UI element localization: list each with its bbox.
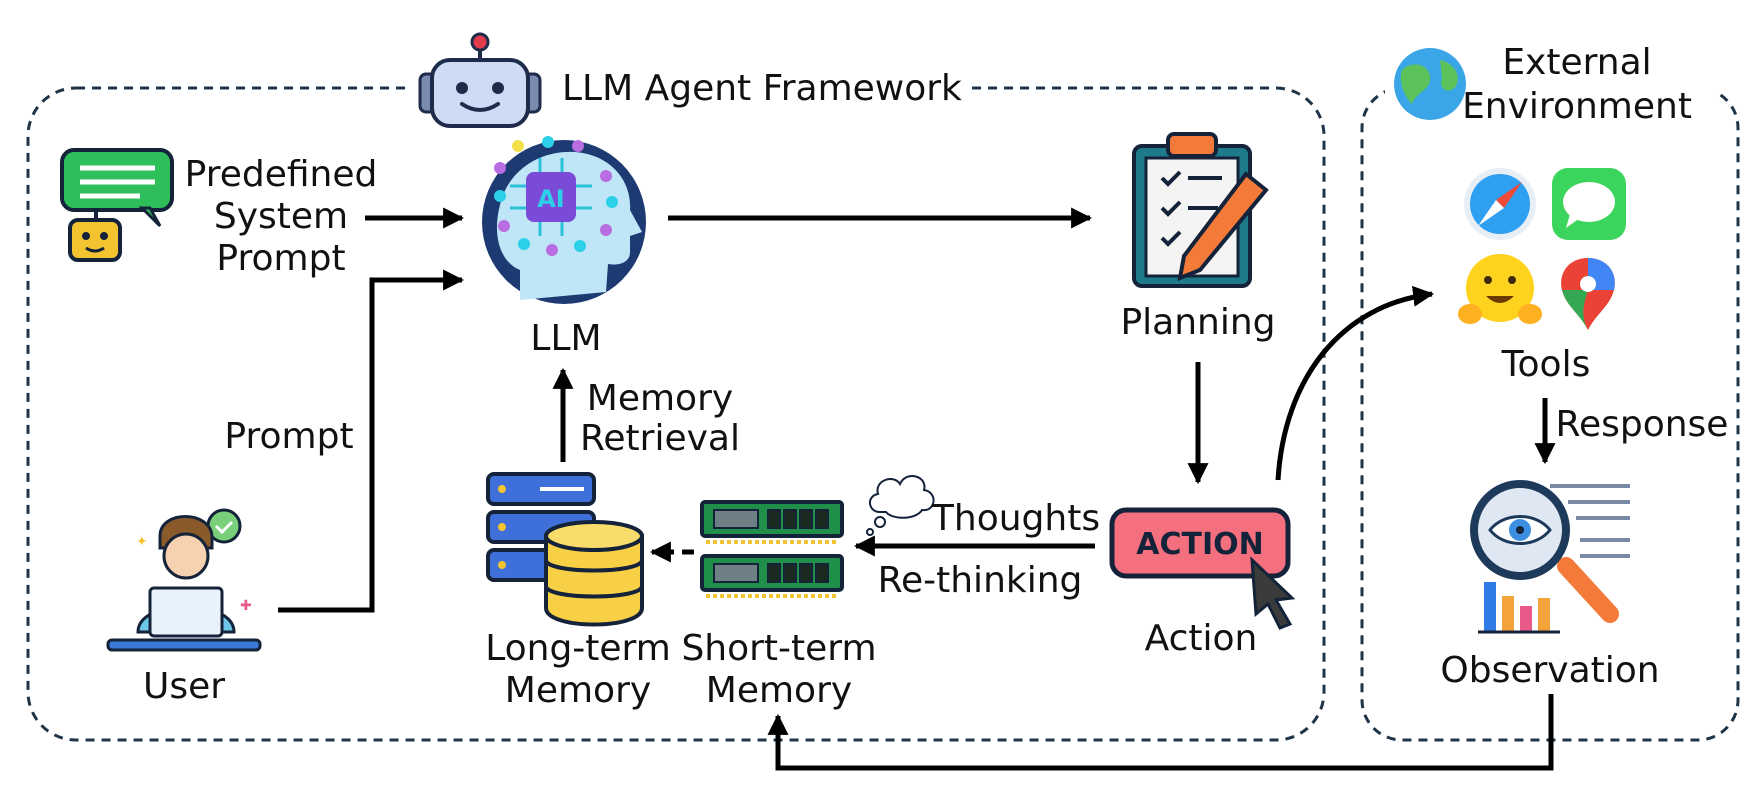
memory-retrieval-line1: Memory [587,378,733,419]
user-label: User [143,666,225,707]
thought-cloud-icon [866,475,935,536]
svg-text:ACTION: ACTION [1136,527,1263,562]
system-prompt-line2: System [214,196,348,237]
compass-icon [1464,168,1536,240]
framework-title: LLM Agent Framework [562,68,962,109]
svg-text:AI: AI [537,185,565,213]
prompt-label: Prompt [224,416,353,457]
environment-title-line1: External [1502,42,1651,83]
action-button-icon: ACTION [1109,507,1291,579]
cursor-icon [1250,556,1296,630]
system-prompt-line3: Prompt [216,238,345,279]
long-term-line1: Long-term [485,628,671,669]
action-label: Action [1145,618,1258,659]
chat-robot-icon [60,148,174,262]
llm-label: LLM [530,318,601,359]
thoughts-label: Thoughts [931,498,1100,539]
clipboard-pencil-icon [1132,132,1269,288]
arrow-action-to-tools [1275,285,1435,481]
memory-module-icon [700,500,844,598]
environment-title-line2: Environment [1462,86,1692,127]
map-pin-icon [1561,258,1615,330]
long-term-line2: Memory [505,670,651,711]
hugging-face-icon [1458,254,1542,324]
arrow-user-to-llm [278,269,465,613]
tools-label: Tools [1501,344,1591,385]
svg-text:✦: ✦ [136,534,148,550]
messages-icon [1552,168,1626,240]
short-term-line1: Short-term [681,628,876,669]
arrow-observation-to-short-term [767,694,1554,771]
arrows [278,207,1556,771]
robot-icon [418,32,542,128]
magnifier-chart-icon [1470,480,1630,634]
server-database-icon [486,472,644,627]
user-laptop-icon: ✦ ✚ [106,508,262,652]
observation-label: Observation [1440,650,1659,691]
planning-label: Planning [1120,302,1275,343]
rethinking-label: Re-thinking [878,560,1083,601]
short-term-line2: Memory [706,670,852,711]
earth-icon [1394,48,1466,120]
ai-brain-icon: AI [482,136,646,304]
system-prompt-line1: Predefined [185,154,378,195]
memory-retrieval-line2: Retrieval [580,418,740,459]
response-label: Response [1556,404,1729,445]
svg-text:✚: ✚ [240,598,252,614]
